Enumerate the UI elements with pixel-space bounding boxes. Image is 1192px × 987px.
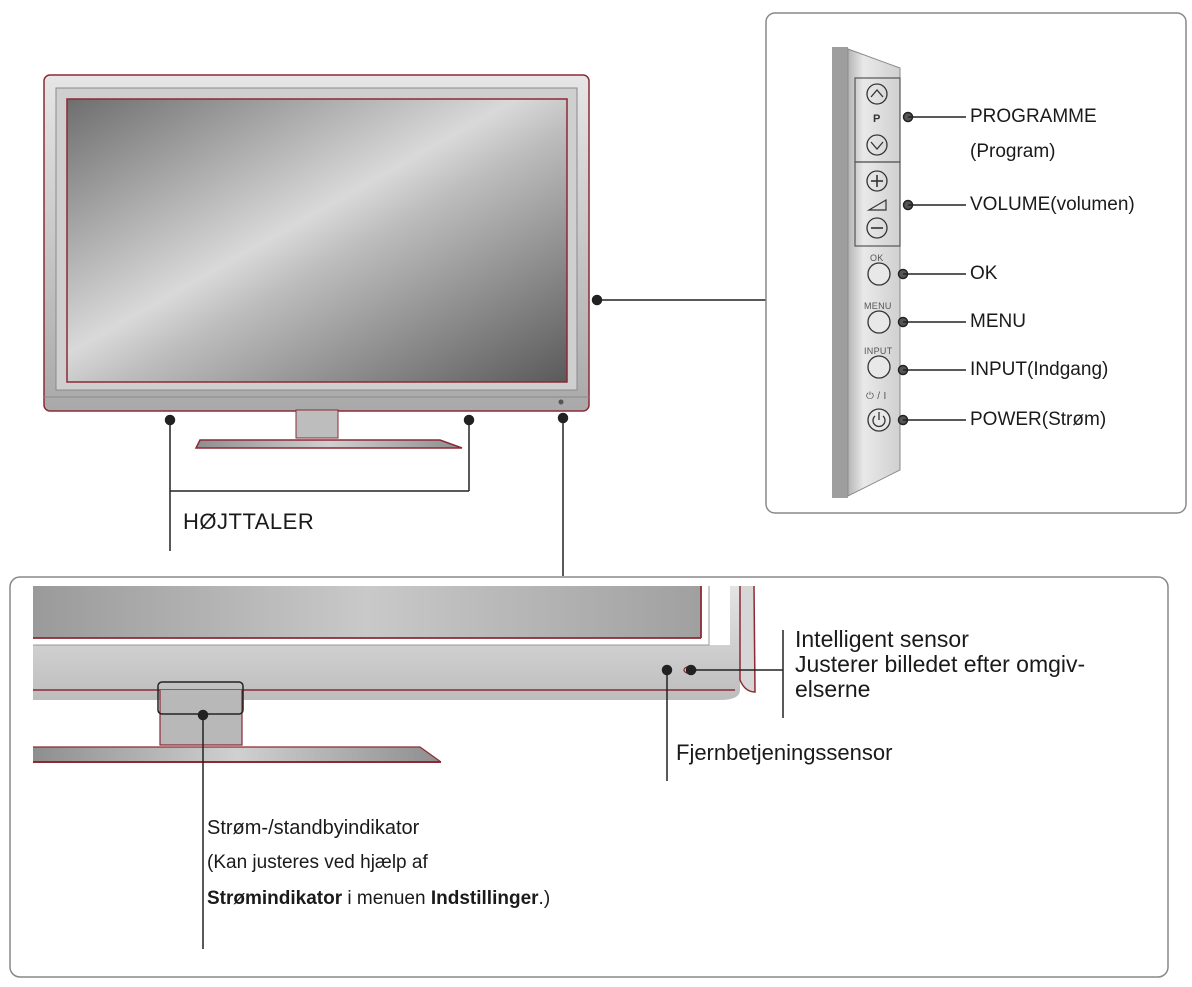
power-caption: ⏻ / I [866, 391, 887, 402]
tv-stand-base [194, 439, 463, 449]
speaker-callout-lines [164, 414, 475, 551]
minus-icon [866, 217, 888, 239]
volume-label: VOLUME(volumen) [970, 194, 1135, 215]
intelligent-sensor-desc-2: elserne [795, 676, 871, 702]
tv-screen [66, 98, 568, 383]
menu-label: MENU [970, 311, 1026, 332]
programme-label: PROGRAMME [970, 106, 1097, 127]
input-label: INPUT(Indgang) [970, 359, 1109, 380]
remote-sensor-label: Fjernbetjeningssensor [676, 740, 893, 765]
power-indicator-note-bold-1: Strømindikator [207, 888, 343, 909]
tv-indicator-dot [558, 399, 564, 405]
power-indicator-note-mid: i menuen [342, 888, 431, 909]
detail-leader-lines [197, 630, 784, 949]
side-panel-connector [591, 294, 766, 306]
chevron-up-icon [866, 83, 888, 105]
menu-button[interactable] [867, 310, 891, 334]
input-button[interactable] [867, 355, 891, 379]
power-indicator-note-bold-2: Indstillinger [430, 888, 539, 909]
power-icon[interactable] [867, 408, 891, 432]
intelligent-sensor-desc-1: Justerer billedet efter omgiv- [795, 651, 1086, 677]
programme-sub-label: (Program) [970, 141, 1056, 162]
ok-caption: OK [870, 253, 884, 263]
power-label: POWER(Strøm) [970, 409, 1107, 430]
power-indicator-note-1: (Kan justeres ved hjælp af [207, 852, 428, 873]
intelligent-sensor-label: Intelligent sensor [795, 626, 969, 652]
power-indicator-note-2: Strømindikator i menuen Indstillinger.) [207, 888, 550, 910]
ok-label: OK [970, 263, 998, 284]
ok-button[interactable] [867, 262, 891, 286]
power-indicator-note-end: .) [538, 888, 551, 909]
plus-icon [866, 170, 888, 192]
p-letter: P [873, 113, 881, 125]
sensor-connector [557, 412, 569, 576]
power-indicator-label: Strøm-/standbyindikator [207, 817, 420, 839]
side-panel-leader-lines [897, 111, 966, 426]
detail-tv-closeup [33, 585, 756, 763]
volume-icon [866, 198, 887, 211]
speaker-label: HØJTTALER [183, 509, 315, 534]
menu-caption: MENU [864, 301, 892, 311]
tv-front-view [43, 74, 590, 449]
chevron-down-icon [866, 134, 888, 156]
input-caption: INPUT [864, 346, 893, 356]
tv-stand-neck [295, 409, 339, 439]
